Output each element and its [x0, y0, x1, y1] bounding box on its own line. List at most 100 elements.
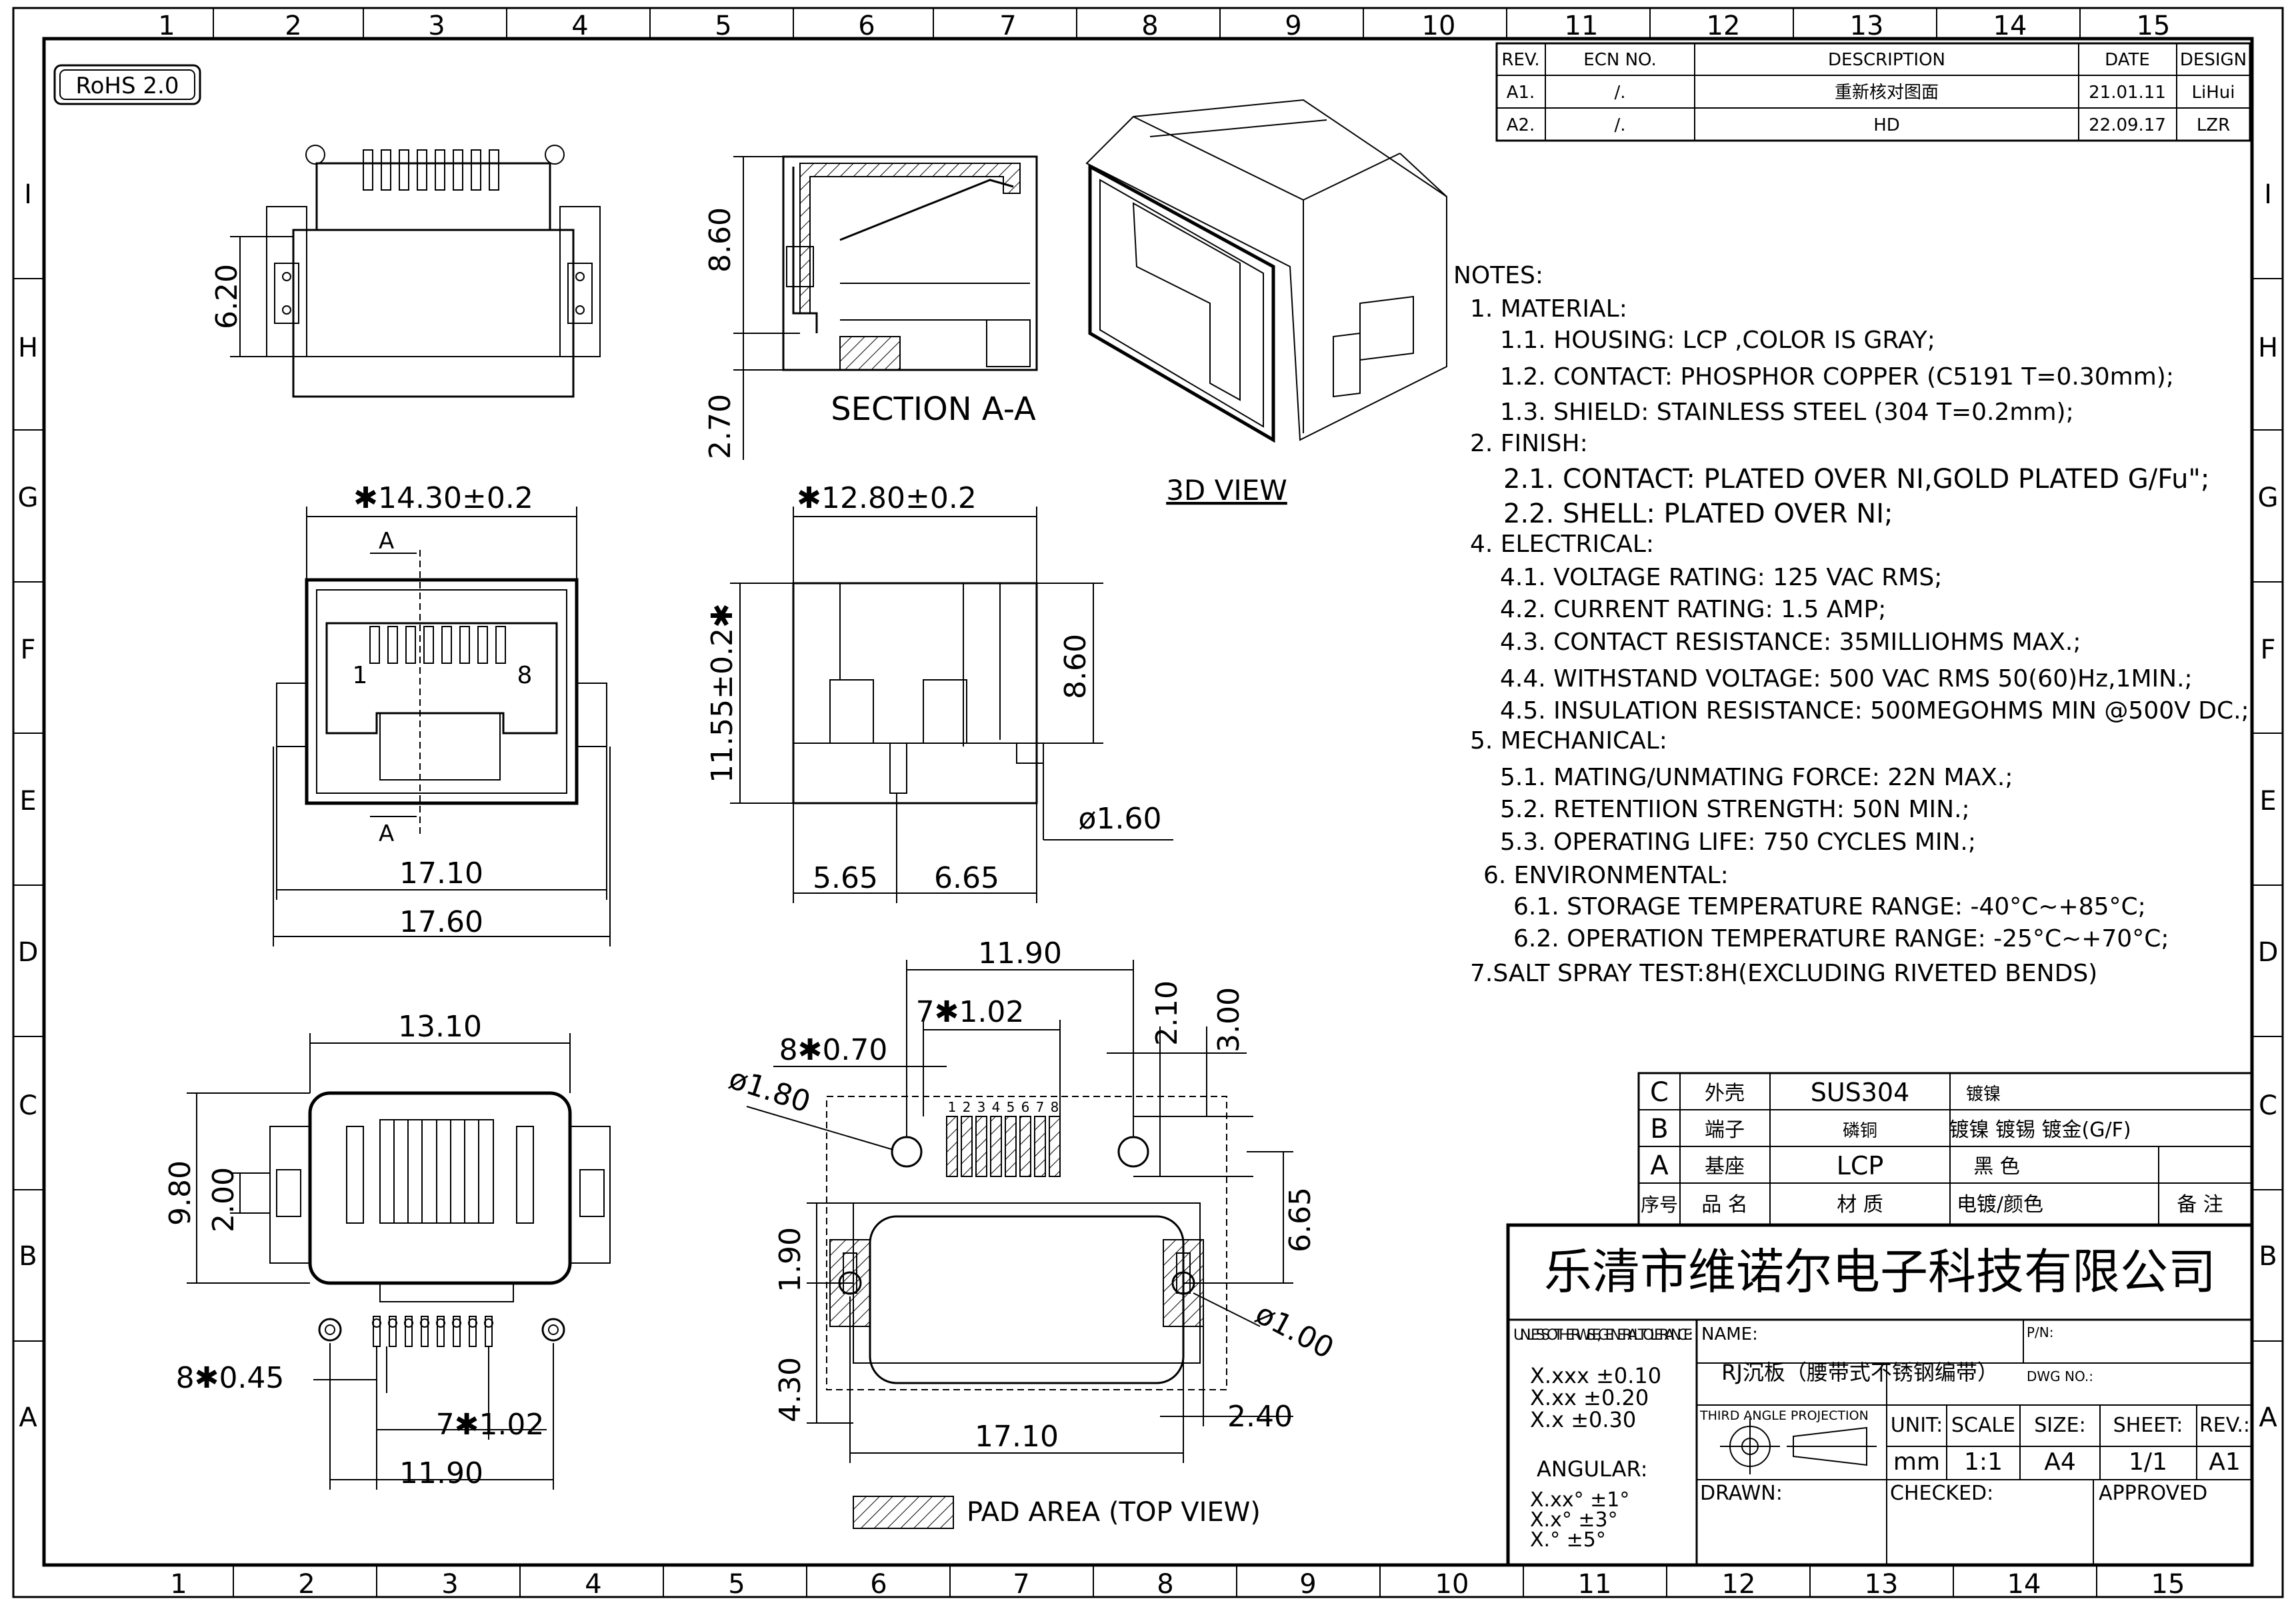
col-2-bottom: 2 [298, 1569, 315, 1600]
pad-pin-7: 7 [1036, 1099, 1045, 1115]
row-I-right: I [2264, 179, 2272, 210]
dim-4-30: 4.30 [773, 1357, 807, 1422]
note-line-7: 4. ELECTRICAL: [1470, 531, 1654, 558]
row-E-left: E [19, 786, 36, 816]
col-13-top: 13 [1850, 11, 1884, 41]
row-C-right: C [2259, 1090, 2277, 1121]
row-F-left: F [20, 635, 35, 665]
row-C-left: C [19, 1090, 37, 1121]
projection-label: THIRD ANGLE PROJECTION [1699, 1408, 1869, 1423]
rev-row2-description: HD [1873, 115, 1900, 135]
col-4-bottom: 4 [585, 1569, 601, 1600]
rev-row2-design: LZR [2197, 115, 2230, 135]
dwg-label: DWG NO.: [2027, 1368, 2093, 1384]
rev-header-description: DESCRIPTION [1828, 50, 1945, 70]
row-H-left: H [18, 333, 38, 363]
col-12-top: 12 [1707, 11, 1741, 41]
dim-5-65: 5.65 [813, 861, 878, 895]
col-1-bottom: 1 [170, 1569, 187, 1600]
dim-11-90-bottom: 11.90 [399, 1456, 483, 1490]
bom-row-b-name: 端子 [1705, 1118, 1745, 1142]
col-12-bottom: 12 [1722, 1569, 1756, 1600]
rev-row2-date: 22.09.17 [2089, 115, 2166, 135]
dim-11-90-pad: 11.90 [978, 936, 1062, 970]
rear-view: 6.20 [210, 145, 601, 398]
notes-block: NOTES: 1. MATERIAL: 1.1. HOUSING: LCP ,C… [1453, 262, 2249, 987]
pad-pin-8: 8 [1051, 1099, 1059, 1115]
col-10-bottom: 10 [1435, 1569, 1469, 1600]
ang-line-2: X.° ±5° [1530, 1528, 1606, 1552]
dim-2-00: 2.00 [207, 1167, 241, 1232]
row-A-left: A [19, 1402, 37, 1433]
col-6-top: 6 [858, 11, 875, 41]
col-8-bottom: 8 [1157, 1569, 1173, 1600]
tol-line-0: X.xxx ±0.10 [1530, 1363, 1661, 1388]
rev-header-date: DATE [2105, 50, 2150, 70]
rohs-label: RoHS 2.0 [76, 73, 179, 99]
row-G-right: G [2258, 483, 2279, 513]
unit-value: mm [1893, 1448, 1940, 1476]
revision-table: REV. ECN NO. DESCRIPTION DATE DESIGN A1.… [1495, 42, 2251, 142]
col-7-top: 7 [999, 11, 1016, 41]
third-angle-projection-icon [1720, 1418, 1877, 1474]
bom-row-c-name: 外壳 [1705, 1082, 1745, 1105]
note-line-14: 5.1. MATING/UNMATING FORCE: 22N MAX.; [1500, 764, 2013, 791]
dim-12-80: ✱12.80±0.2 [797, 481, 977, 515]
pcb-pad-layout: 1 2 3 4 5 6 7 8 [725, 936, 1339, 1529]
bom-header-remark: 备 注 [2177, 1193, 2223, 1216]
dim-9-80: 9.80 [163, 1160, 197, 1226]
note-line-19: 6.2. OPERATION TEMPERATURE RANGE: -25°C~… [1513, 925, 2169, 952]
bom-table: C 外壳 SUS304 镀镍 B 端子 磷铜 镀镍 镀锡 镀金(G/F) A 基… [1637, 1072, 2253, 1226]
bom-header-name: 品 名 [1701, 1193, 1748, 1216]
tol-line-2: X.x ±0.30 [1530, 1407, 1636, 1432]
row-E-right: E [2259, 786, 2276, 816]
col-1-top: 1 [158, 11, 175, 41]
row-D-right: D [2258, 937, 2279, 968]
ang-line-0: X.xx° ±1° [1530, 1488, 1629, 1512]
col-3-bottom: 3 [441, 1569, 458, 1600]
section-marker-a-bottom: A [379, 820, 394, 847]
note-line-12: 4.5. INSULATION RESISTANCE: 500MEGOHMS M… [1500, 697, 2249, 725]
row-G-left: G [18, 483, 39, 513]
bom-row-b-no: B [1650, 1114, 1668, 1144]
bom-header-material: 材 质 [1837, 1193, 1883, 1216]
dim-8-60-section: 8.60 [703, 207, 737, 273]
scale-value: 1:1 [1964, 1448, 2003, 1476]
rev-row1-ecn: /. [1614, 83, 1625, 103]
note-line-0: 1. MATERIAL: [1470, 295, 1627, 323]
tol-line-1: X.xx ±0.20 [1530, 1385, 1649, 1410]
scale-label: SCALE [1951, 1414, 2015, 1437]
note-line-18: 6.1. STORAGE TEMPERATURE RANGE: -40°C~+8… [1513, 893, 2146, 920]
row-A-right: A [2259, 1402, 2277, 1433]
row-D-left: D [18, 937, 39, 968]
rev-row2-ecn: /. [1614, 115, 1625, 135]
dim-17-60: 17.60 [399, 905, 483, 939]
col-6-bottom: 6 [870, 1569, 887, 1600]
pad-pin-3: 3 [977, 1099, 986, 1115]
col-9-bottom: 9 [1299, 1569, 1316, 1600]
rohs-badge: RoHS 2.0 [53, 64, 201, 105]
dim-6-65-pad: 6.65 [1283, 1187, 1317, 1252]
col-14-bottom: 14 [2007, 1569, 2041, 1600]
row-F-right: F [2260, 635, 2275, 665]
rev-row1-design: LiHui [2192, 83, 2235, 103]
col-5-bottom: 5 [728, 1569, 745, 1600]
pad-pin-1: 1 [948, 1099, 957, 1115]
section-a-a-view: 8.60 2.70 SECTION A-A [703, 155, 1038, 460]
bom-row-a-no: A [1650, 1150, 1669, 1181]
name-label: NAME: [1701, 1324, 1758, 1344]
bom-row-b-finish: 镀镍 镀锡 镀金(G/F) [1949, 1118, 2131, 1142]
size-label: SIZE: [2034, 1414, 2086, 1437]
bom-header-finish: 电镀/颜色 [1957, 1193, 2043, 1216]
dim-dia-1-00: ø1.00 [1250, 1296, 1339, 1366]
approved-label: APPROVED [2099, 1482, 2207, 1505]
pn-label: P/N: [2027, 1324, 2054, 1340]
col-14-top: 14 [1993, 11, 2027, 41]
dim-dia-1-60: ø1.60 [1079, 802, 1162, 836]
bom-row-c-no: C [1650, 1077, 1669, 1108]
note-line-20: 7.SALT SPRAY TEST:8H(EXCLUDING RIVETED B… [1470, 960, 2097, 987]
notes-title: NOTES: [1453, 262, 1543, 289]
note-line-17: 6. ENVIRONMENTAL: [1483, 862, 1729, 889]
col-4-top: 4 [571, 11, 588, 41]
